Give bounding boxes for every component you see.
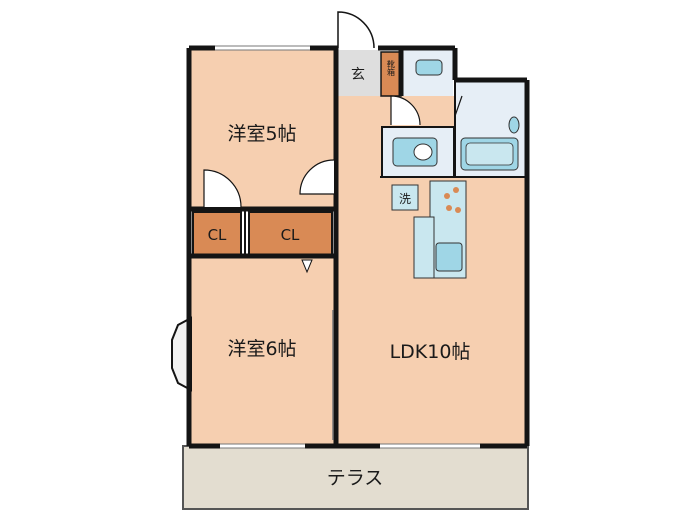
- label-terrace: テラス: [327, 467, 384, 489]
- room5-door-right: [299, 159, 335, 195]
- window-frames: [215, 45, 480, 449]
- entrance-door: [337, 11, 375, 49]
- toilet-door: [390, 95, 421, 126]
- interior-thin-walls: [244, 80, 527, 256]
- bath-faucet: [508, 116, 520, 134]
- basin-bowl: [413, 143, 433, 161]
- label-shoe-box: 靴箱: [387, 59, 396, 77]
- label-closet-right: CL: [281, 226, 300, 244]
- label-western-room-6: 洋室6帖: [227, 338, 296, 360]
- label-entrance: 玄: [351, 66, 365, 83]
- kitchen-sink: [435, 242, 463, 272]
- closet-door-marker: [301, 259, 313, 274]
- stove-burner-3: [446, 205, 452, 211]
- label-western-room-5: 洋室5帖: [227, 123, 296, 145]
- stove-burner-4: [455, 207, 461, 213]
- toilet-tank-fixture: [415, 59, 443, 76]
- stove-burner-2: [453, 187, 459, 193]
- label-closet-left: CL: [208, 226, 227, 244]
- window-openings: [215, 46, 480, 448]
- room5-door-left: [203, 169, 242, 208]
- bath-door: [454, 95, 463, 117]
- kitchen-counter-lower: [413, 216, 435, 279]
- western-room-6-floor: [191, 256, 336, 444]
- label-washer: 洗: [399, 192, 411, 206]
- entrance-area: [336, 50, 380, 96]
- washer-space: [391, 184, 419, 211]
- stove-burner-1: [444, 193, 450, 199]
- bathtub-inner: [465, 142, 514, 166]
- terrace-area: [182, 445, 529, 510]
- label-ldk: LDK10帖: [390, 341, 471, 363]
